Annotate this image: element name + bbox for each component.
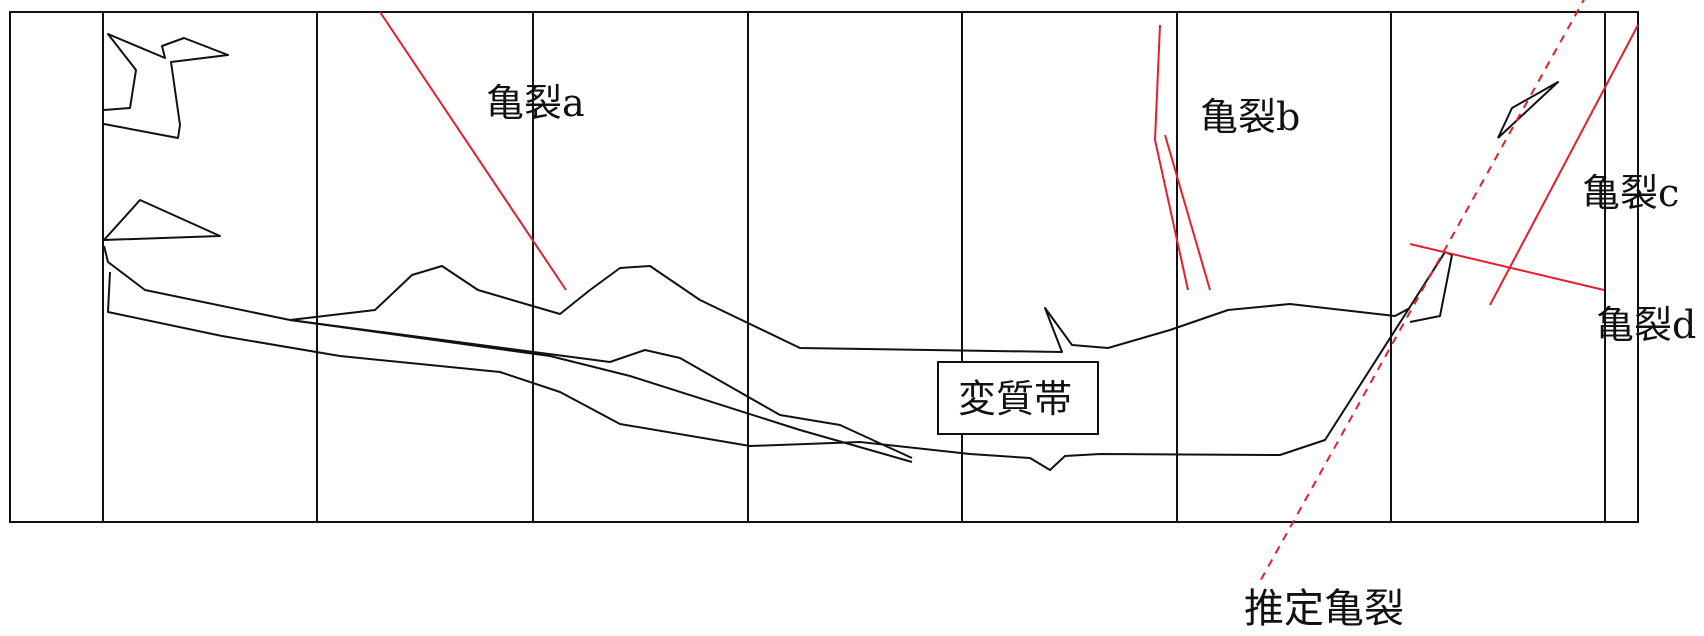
crack-a-label: 亀裂a — [486, 81, 585, 125]
alteration-zone-label: 変質帯 — [958, 377, 1072, 421]
crack-d-label: 亀裂d — [1596, 303, 1696, 347]
crack-c-line — [1489, 24, 1639, 306]
sketch-outlines — [103, 33, 1559, 471]
crack-b-line-1 — [1153, 24, 1189, 291]
estimated-crack-line — [1257, 0, 1585, 586]
main-lower-boundary — [107, 251, 1453, 471]
inner-lower-boundary — [289, 319, 913, 463]
crack-a-line — [379, 11, 567, 291]
crack-c-label: 亀裂c — [1582, 171, 1679, 215]
crack-d-line — [1409, 243, 1605, 291]
main-middle-boundary — [103, 245, 913, 459]
triangle-outline — [103, 199, 221, 241]
upper-right-outline — [1497, 81, 1559, 139]
grid-lines — [102, 12, 1606, 522]
cracks — [379, 11, 1639, 306]
alteration-zone-box — [937, 361, 1099, 435]
crack-b-line-2 — [1164, 134, 1211, 291]
main-upper-boundary — [289, 265, 1411, 353]
estimated-crack-label: 推定亀裂 — [1244, 586, 1404, 632]
crack-b-label: 亀裂b — [1200, 95, 1300, 139]
sketch-frame — [9, 11, 1639, 523]
upper-left-outline — [103, 33, 229, 139]
